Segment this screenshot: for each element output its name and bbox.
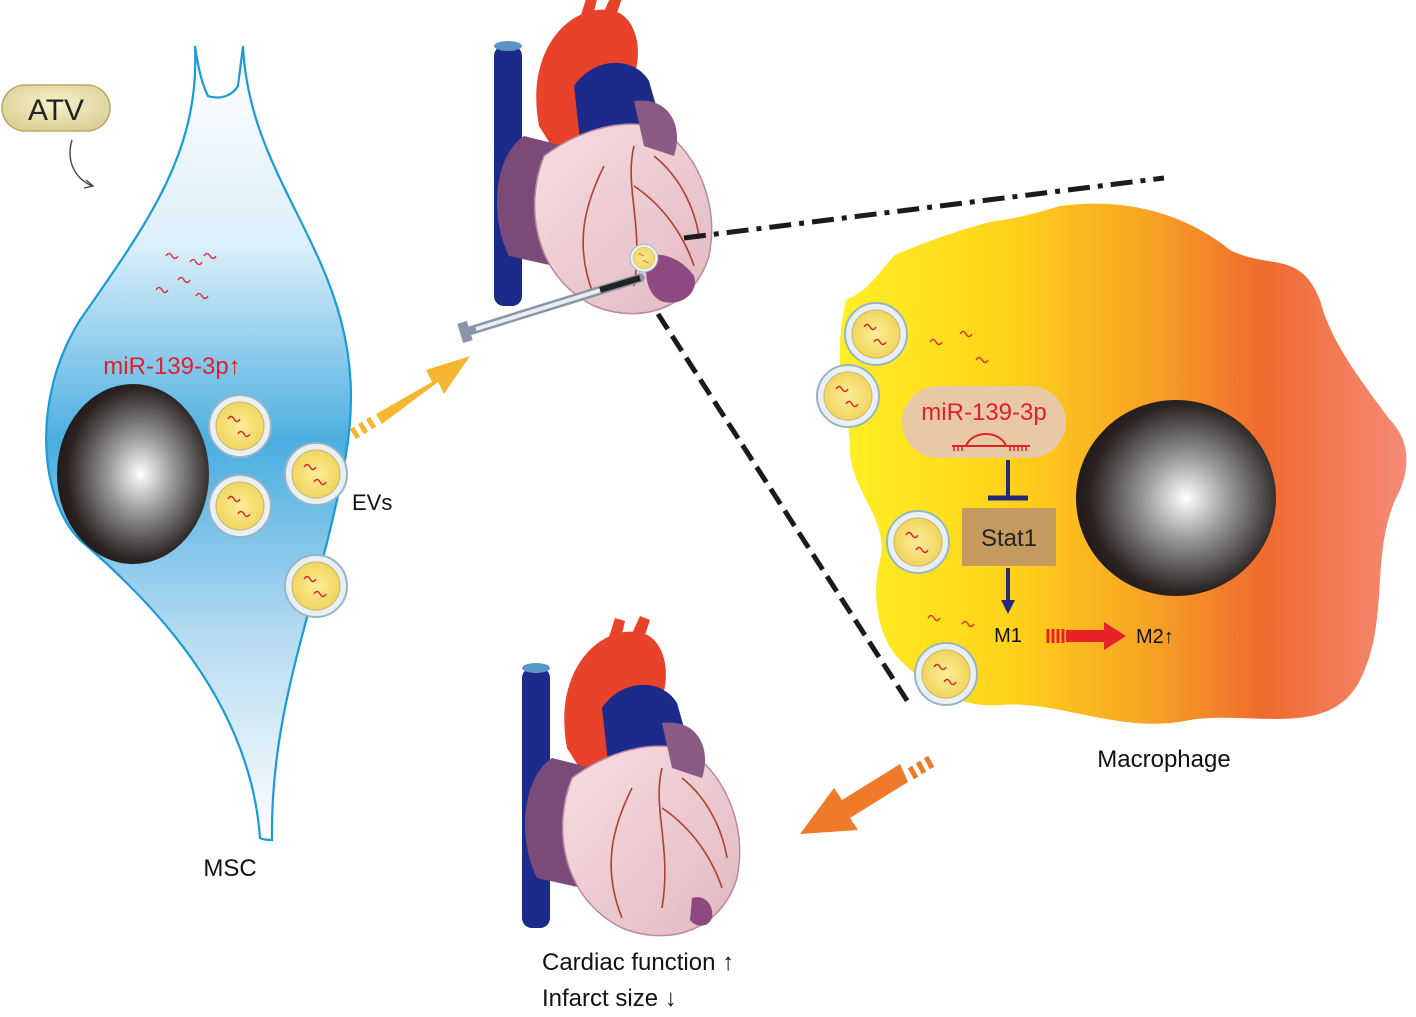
macrophage-mirna-label: miR-139-3p <box>921 399 1046 426</box>
atv-arrow <box>69 139 93 187</box>
syringe-icon <box>457 273 645 344</box>
injected-heart-icon <box>493 0 713 315</box>
atv-tablet-icon: ATV <box>1 84 111 132</box>
stat1-label: Stat1 <box>981 525 1037 552</box>
msc-vesicle-2-icon <box>208 474 272 538</box>
macrophage-cell <box>839 203 1407 724</box>
msc-mirna-label: miR-139-3p↑ <box>103 353 240 380</box>
infarct-size-label: Infarct size ↓ <box>542 985 677 1012</box>
m1-label: M1 <box>994 625 1022 647</box>
stat1-box <box>962 508 1056 566</box>
msc-cell <box>45 45 353 842</box>
msc-nucleus-icon <box>57 384 209 564</box>
zoom-line-top <box>683 175 1165 241</box>
mirna-pill: miR-139-3p <box>902 386 1066 458</box>
m2-label: M2↑ <box>1136 626 1174 648</box>
macrophage-nucleus-icon <box>1076 400 1276 596</box>
hairpin-icon <box>952 433 1030 451</box>
macrophage-vesicle-2-icon <box>816 364 880 428</box>
atv-label: ATV <box>28 94 84 127</box>
macrophage-vesicle-1-icon <box>844 302 908 366</box>
msc-label: MSC <box>203 855 256 882</box>
outcome-arrow <box>800 755 935 834</box>
injected-vesicle-icon <box>629 243 659 273</box>
cardiac-function-label: Cardiac function ↑ <box>542 949 734 976</box>
macrophage-vesicle-3-icon <box>886 510 950 574</box>
repaired-heart-icon <box>521 615 741 937</box>
evs-label: EVs <box>352 490 392 515</box>
released-vesicle-2-icon <box>284 554 348 618</box>
macrophage-vesicle-4-icon <box>914 642 978 706</box>
macrophage-label: Macrophage <box>1097 746 1230 773</box>
injection-arrow <box>349 356 470 440</box>
polarization-arrow <box>1046 622 1126 650</box>
msc-vesicle-1-icon <box>208 394 272 458</box>
released-vesicle-1-icon <box>284 442 348 506</box>
